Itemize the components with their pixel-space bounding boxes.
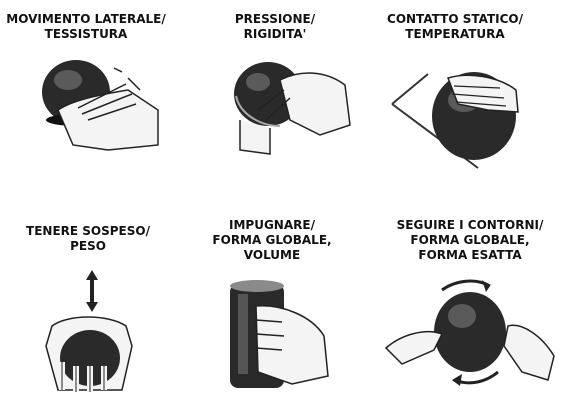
label-line: TENERE SOSPESO/ <box>26 224 150 239</box>
hand-rubbing-sphere-illustration <box>18 50 168 160</box>
hand-weighing-sphere-illustration <box>38 266 138 396</box>
label-line: TESSISTURA <box>6 27 165 42</box>
label-static-contact: CONTATTO STATICO/ TEMPERATURA <box>387 12 523 42</box>
label-line: VOLUME <box>212 248 331 263</box>
label-line: CONTATTO STATICO/ <box>387 12 523 27</box>
label-line: MOVIMENTO LATERALE/ <box>6 12 165 27</box>
label-lateral-motion: MOVIMENTO LATERALE/ TESSISTURA <box>6 12 165 42</box>
finger-pressing-sphere-illustration <box>210 50 360 160</box>
label-line: SEGUIRE I CONTORNI/ <box>397 218 544 233</box>
up-down-arrow-icon <box>86 270 98 312</box>
label-enclosure: IMPUGNARE/ FORMA GLOBALE, VOLUME <box>212 218 331 263</box>
hand-gripping-cylinder-illustration <box>212 276 342 394</box>
label-line: TEMPERATURA <box>387 27 523 42</box>
label-unsupported-holding: TENERE SOSPESO/ PESO <box>26 224 150 254</box>
label-line: PESO <box>26 239 150 254</box>
label-line: FORMA GLOBALE, <box>212 233 331 248</box>
label-contour-following: SEGUIRE I CONTORNI/ FORMA GLOBALE, FORMA… <box>397 218 544 263</box>
label-line: IMPUGNARE/ <box>212 218 331 233</box>
hand-resting-on-sphere-illustration <box>388 50 548 175</box>
hands-tracing-sphere-illustration <box>382 276 572 394</box>
label-line: FORMA ESATTA <box>397 248 544 263</box>
curved-arrow-top-icon <box>442 281 490 290</box>
label-line: FORMA GLOBALE, <box>397 233 544 248</box>
label-line: PRESSIONE/ <box>235 12 315 27</box>
label-pressure: PRESSIONE/ RIGIDITA' <box>235 12 315 42</box>
label-line: RIGIDITA' <box>235 27 315 42</box>
